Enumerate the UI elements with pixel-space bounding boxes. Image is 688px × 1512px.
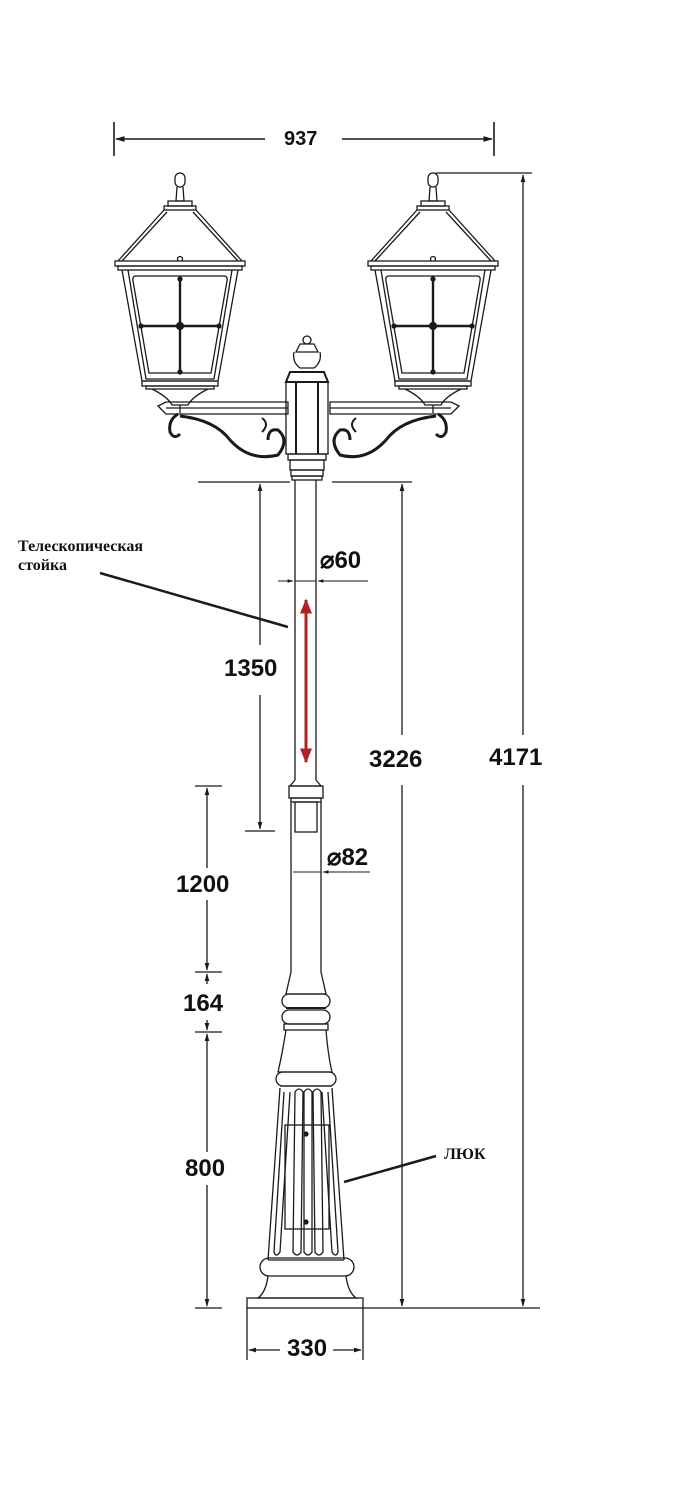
lower-pole-length-value: 1200 — [176, 871, 230, 898]
base-width-dimension — [246, 1308, 364, 1360]
width-dimension — [113, 122, 495, 156]
hatch-label: ЛЮК — [444, 1146, 486, 1163]
lower-diameter-value: ⌀82 — [327, 844, 369, 871]
left-lantern-icon — [113, 171, 247, 415]
telescopic-dimension — [198, 481, 290, 832]
right-lantern-icon — [366, 171, 500, 415]
hatch-leader — [343, 1154, 437, 1184]
lower-dimensions — [195, 785, 222, 1309]
base-width-value: 330 — [285, 1335, 330, 1362]
fluted-base — [246, 1087, 364, 1309]
base-height-value: 800 — [185, 1155, 226, 1182]
central-head — [284, 335, 330, 481]
telescopic-leader — [99, 571, 289, 629]
pole-height-dimension — [332, 481, 412, 1307]
total-height-value: 4171 — [489, 744, 543, 771]
upper-pole — [288, 480, 324, 833]
lower-pole — [275, 802, 337, 1087]
telescopic-label-line1: Телескопическая — [18, 538, 144, 555]
upper-diameter-value: ⌀60 — [320, 547, 362, 574]
telescopic-label-line2: стойка — [18, 557, 67, 575]
collar-height-value: 164 — [183, 990, 224, 1017]
total-height-dimension — [436, 172, 532, 1307]
pole-height-value: 3226 — [369, 746, 423, 773]
telescopic-label: Телескопическая стойка — [18, 537, 143, 575]
width-value: 937 — [280, 129, 322, 149]
telescopic-length-value: 1350 — [224, 655, 278, 682]
crossarm — [156, 401, 461, 459]
